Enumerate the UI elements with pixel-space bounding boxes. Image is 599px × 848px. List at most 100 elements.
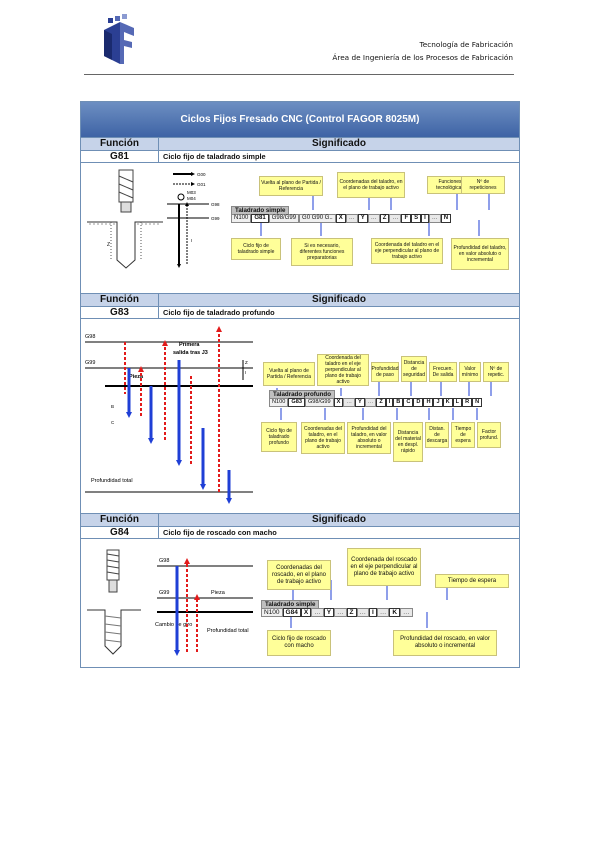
g81-i-label: I bbox=[191, 238, 192, 243]
g83-cell: D bbox=[413, 398, 424, 407]
g81-z-label: Z bbox=[107, 242, 110, 248]
g84-section-header: Función Significado bbox=[81, 513, 519, 527]
g81-box-coordinates: Coordenadas del taladro, en el plano de … bbox=[337, 172, 405, 198]
g84-cell: … bbox=[356, 608, 370, 617]
g81-box-cycle: Ciclo fijo de taladrado simple bbox=[231, 238, 281, 260]
g84-cell: … bbox=[311, 608, 324, 617]
g84-cell: … bbox=[334, 608, 347, 617]
g83-z-label: Z bbox=[245, 360, 248, 365]
legend-g00: G00 bbox=[197, 172, 206, 177]
g83-g99-label: G99 bbox=[85, 360, 95, 366]
g84-cell: Z bbox=[346, 608, 357, 617]
g84-cell: K bbox=[389, 608, 401, 617]
g81-cell: … bbox=[367, 214, 380, 223]
g83-box-depth-factor: Factor profund. bbox=[477, 422, 501, 448]
tap-icon bbox=[106, 549, 120, 593]
g84-box-cycle: Ciclo fijo de roscado con macho bbox=[267, 630, 331, 656]
g83-cell: B bbox=[393, 398, 404, 407]
g84-box-dwell: Tiempo de espera bbox=[435, 574, 509, 588]
g81-cell: N bbox=[440, 214, 452, 223]
g83-salida-label: salida tras J3 bbox=[173, 350, 208, 356]
g84-pieza-label: Pieza bbox=[211, 590, 226, 596]
g83-cell: L bbox=[452, 398, 463, 407]
g81-cell: Y bbox=[357, 214, 368, 223]
drill-bit-icon bbox=[118, 169, 134, 213]
g83-b-label: B bbox=[111, 404, 114, 409]
g81-figure: Z G00 G01 M03 M04 G98 G99 bbox=[87, 169, 490, 269]
legend-m03: M03 bbox=[187, 190, 196, 195]
g84-cell: N100 bbox=[261, 608, 283, 617]
university-logo bbox=[104, 14, 134, 64]
function-column-header: Función bbox=[81, 294, 159, 306]
g84-motion-diagram: G98 G99 Pieza Cambio de giro Profundidad… bbox=[155, 558, 253, 656]
g84-cell: I bbox=[369, 608, 377, 617]
g83-box-dwell: Tiempo de espera bbox=[451, 422, 475, 448]
g84-workpiece-icon bbox=[87, 609, 141, 655]
header-text: Tecnología de Fabricación Área de Ingeni… bbox=[332, 38, 513, 64]
g83-c-label: C bbox=[111, 420, 115, 425]
g84-box-coordinates: Coordenadas del roscado, en el plano de … bbox=[267, 560, 331, 590]
function-column-header: Función bbox=[81, 514, 159, 526]
g81-cell: X bbox=[335, 214, 346, 223]
meaning-column-header: Significado bbox=[312, 514, 366, 525]
meaning-column-header: Significado bbox=[312, 294, 366, 305]
g84-description: Ciclo fijo de roscado con macho bbox=[163, 528, 277, 537]
rapid-legend: G00 G01 M03 M04 bbox=[173, 172, 206, 201]
g81-cell: G98/G99 bbox=[268, 214, 300, 223]
g84-cambio-label: Cambio de giro bbox=[155, 622, 192, 628]
g81-cell: … bbox=[345, 214, 358, 223]
g84-cell: … bbox=[376, 608, 390, 617]
g83-box-coordinates: Coordenadas del taladro, en el plano de … bbox=[301, 422, 345, 454]
g81-g98-label: G98 bbox=[211, 202, 220, 207]
meaning-column-header: Significado bbox=[312, 138, 366, 149]
g83-box-rapid-distance: Distancia del material en despl. rápido bbox=[393, 422, 423, 462]
g81-box-depth: Profundidad del taladro, en valor absolu… bbox=[451, 238, 509, 270]
g83-box-perp-coordinate: Coordenada del taladro en el eje perpend… bbox=[317, 354, 369, 386]
g81-cell: F bbox=[401, 214, 412, 223]
g83-box-step: Profundidad de paso bbox=[371, 362, 399, 382]
g83-box-repetitions: Nº de repetic. bbox=[483, 362, 509, 382]
g81-cell: … bbox=[428, 214, 441, 223]
g83-box-cycle: Ciclo fijo de taladrado profundo bbox=[261, 422, 297, 452]
g81-box-return-plane: Vuelta al plano de Partida / Referencia bbox=[259, 176, 323, 196]
g84-box-depth: Profundidad del roscado, en valor absolu… bbox=[393, 630, 497, 656]
g83-cell: G83 bbox=[288, 398, 305, 407]
g81-row: G81 Ciclo fijo de taladrado simple bbox=[81, 151, 519, 163]
g83-pieza-label: Pieza bbox=[129, 374, 144, 380]
legend-g01: G01 bbox=[197, 182, 206, 187]
g83-description: Ciclo fijo de taladrado profundo bbox=[163, 308, 275, 317]
workpiece-icon bbox=[87, 221, 163, 269]
g81-cell: G81 bbox=[251, 214, 269, 223]
g81-code-line: N100 G81 G98/G99 G0 G90 G.. X … Y … Z … … bbox=[231, 214, 452, 223]
g84-cell: G84 bbox=[282, 608, 301, 617]
g83-cell: … bbox=[364, 398, 377, 407]
g83-cell: N100 bbox=[269, 398, 289, 407]
g81-motion-diagram: G98 G99 I bbox=[167, 202, 220, 268]
header-line-1: Tecnología de Fabricación bbox=[419, 40, 513, 49]
g84-code-line: N100 G84 X … Y … Z … I … K … bbox=[261, 608, 413, 617]
header-line-2: Área de Ingeniería de los Procesos de Fa… bbox=[332, 53, 513, 62]
g83-cell: I bbox=[385, 398, 394, 407]
g81-box-perp-coordinate: Coordenada del taladro en el eje perpend… bbox=[371, 238, 443, 264]
g83-box-return-plane: Vuelta al plano de Partida / Referencia bbox=[263, 362, 315, 386]
g83-cell: J bbox=[433, 398, 443, 407]
g84-g99-label: G99 bbox=[159, 590, 169, 596]
g83-box-exit-freq: Frecuen. De salida bbox=[429, 362, 457, 382]
g81-cell: … bbox=[389, 214, 402, 223]
g83-cell: H bbox=[423, 398, 434, 407]
cycles-table: Ciclos Fijos Fresado CNC (Control FAGOR … bbox=[80, 101, 520, 668]
g81-cell: N100 bbox=[231, 214, 252, 223]
g84-cell: Y bbox=[323, 608, 335, 617]
g84-box-perp-coordinate: Coordenada del roscado en el eje perpend… bbox=[347, 548, 421, 586]
g83-code-line: N100 G83 G98/G99 X … Y … Z I B C D H J K… bbox=[269, 398, 483, 407]
g84-row: G84 Ciclo fijo de roscado con macho bbox=[81, 527, 519, 539]
g83-section-header: Función Significado bbox=[81, 293, 519, 307]
g83-total-label: Profundidad total bbox=[91, 478, 133, 484]
g81-box-repetitions: Nº de repeticiones bbox=[461, 176, 505, 194]
g84-cell: … bbox=[400, 608, 413, 617]
g83-cell: Z bbox=[376, 398, 386, 407]
g83-box-depth: Profundidad del taladro, en valor absolu… bbox=[347, 422, 391, 454]
g83-i-label: I bbox=[245, 370, 246, 375]
g81-box-prep-functions: Si es necesario, diferentes funciones pr… bbox=[291, 238, 353, 266]
g83-cell: C bbox=[403, 398, 414, 407]
